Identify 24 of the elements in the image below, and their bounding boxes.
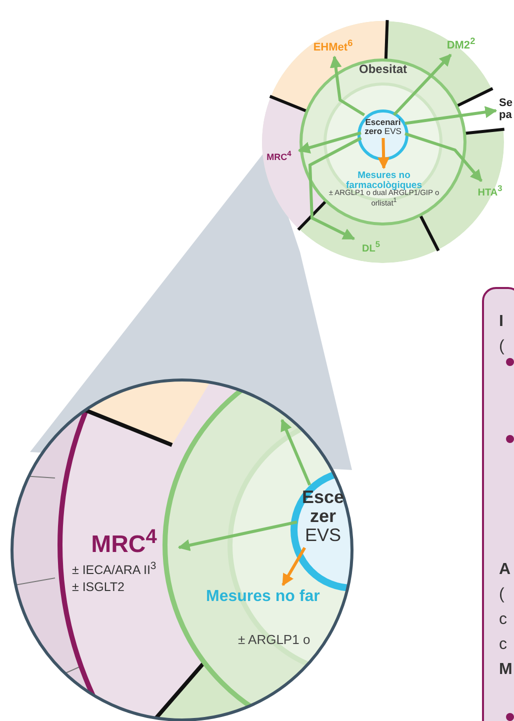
- arrow: [404, 106, 498, 125]
- arrow: [330, 56, 366, 116]
- panel-text: A ( c c M: [499, 560, 509, 680]
- arrow: [392, 54, 452, 116]
- segment-label: Se pa: [499, 97, 514, 122]
- arrow: [282, 546, 306, 586]
- arrow: [178, 520, 298, 552]
- note-text: ± ARGLP1 o: [238, 632, 312, 647]
- measure-label: Mesures no far: [206, 588, 346, 606]
- segment-label: DL$^{5}$: [357, 240, 385, 254]
- info-panel: [482, 287, 514, 721]
- arrow: [280, 418, 312, 486]
- arrow: [298, 131, 362, 154]
- treatment-text: ± IECA/ARA II$^{3}$ ± ISGLT2: [72, 560, 158, 595]
- ring-label: Obesitat: [349, 63, 417, 76]
- segment-title: MRC$^{4}$: [90, 525, 158, 560]
- segment-label: EHMet$^{6}$: [306, 38, 360, 54]
- arrow: [404, 132, 483, 182]
- panel-text: I (: [499, 312, 506, 357]
- segment-label: DM2$^{2}$: [436, 36, 486, 52]
- arrow: [378, 138, 390, 170]
- arrow: [308, 136, 362, 240]
- segment-label: MRC$^{4}$: [262, 150, 296, 163]
- segment-label: HTA$^{3}$: [474, 184, 506, 198]
